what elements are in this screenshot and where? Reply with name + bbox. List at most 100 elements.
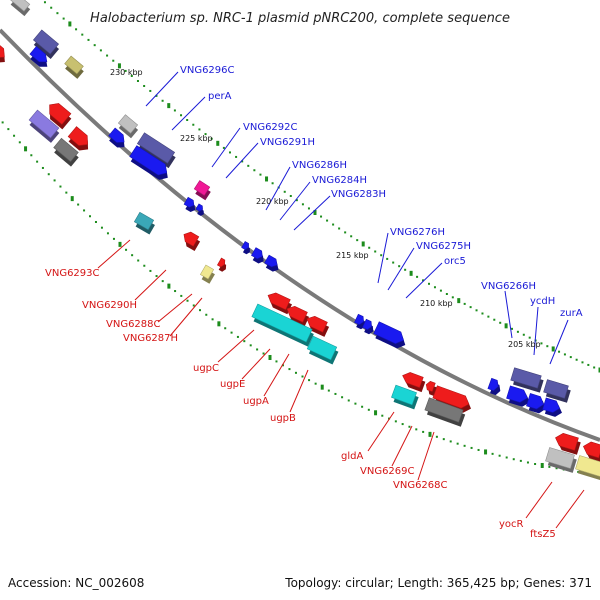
gene-label: orc5 (444, 256, 466, 267)
minor-tick (256, 348, 259, 351)
feature-face (68, 126, 88, 146)
feature-face (424, 397, 464, 423)
minor-tick (241, 160, 244, 163)
feature-face (194, 180, 210, 196)
feature-face (137, 132, 175, 164)
minor-tick (131, 254, 134, 257)
minor-tick (136, 79, 139, 82)
feature-shadow (242, 246, 250, 255)
gene-label: VNG6286H (292, 160, 347, 171)
minor-tick (341, 396, 344, 399)
leader-line (97, 239, 131, 269)
light-gray-gene-feature (9, 0, 31, 17)
major-tick (117, 63, 121, 69)
minor-tick (381, 414, 384, 417)
cyan-gene-feature (391, 384, 419, 410)
gene-label: VNG6266H (481, 281, 536, 292)
major-tick (409, 270, 413, 276)
minor-tick (477, 448, 480, 451)
minor-tick (534, 463, 537, 466)
minor-tick (499, 321, 502, 324)
red-gene-feature (286, 306, 310, 327)
leader-line (387, 247, 415, 291)
minor-tick (180, 294, 183, 297)
minor-tick (75, 28, 78, 31)
feature-outline (49, 103, 72, 125)
major-tick (68, 21, 72, 27)
gene-features (0, 0, 600, 481)
blue-gene-feature (29, 45, 48, 67)
minor-tick (192, 304, 195, 307)
minor-tick (522, 333, 525, 336)
blue-gene-feature (362, 318, 374, 335)
minor-tick (130, 74, 133, 77)
feature-outline (583, 441, 600, 459)
feature-face (307, 336, 337, 360)
minor-tick (106, 54, 109, 57)
feature-outline (136, 132, 176, 164)
leader-line (405, 262, 443, 299)
gene-label: ugpC (193, 363, 219, 374)
feature-outline (354, 313, 364, 325)
feature-outline (32, 29, 60, 55)
minor-tick (137, 259, 140, 262)
minor-tick (289, 194, 292, 197)
minor-tick (199, 309, 202, 312)
gene-label: VNG6288C (106, 319, 161, 330)
leader-line (504, 290, 513, 339)
feature-outline (251, 247, 263, 260)
minor-tick (143, 84, 146, 87)
minor-tick (7, 128, 10, 131)
olive-gene-feature (64, 55, 84, 79)
major-tick (504, 323, 508, 329)
minor-tick (81, 33, 84, 36)
major-tick (217, 321, 221, 327)
minor-tick (281, 364, 284, 367)
minor-tick (253, 169, 256, 172)
gene-label: VNG6287H (123, 333, 178, 344)
minor-tick (445, 292, 448, 295)
leader-line (417, 431, 435, 481)
red-gene-feature (267, 292, 292, 315)
purple-gene-feature (510, 367, 544, 393)
minor-tick (288, 368, 291, 371)
minor-tick (259, 173, 262, 176)
minor-tick (180, 114, 183, 117)
gene-label: ugpA (243, 396, 269, 407)
blue-gene-feature (526, 393, 546, 414)
minor-tick (475, 309, 478, 312)
feature-face (134, 212, 154, 230)
feature-shadow (197, 208, 204, 216)
major-tick (167, 103, 171, 109)
gene-label: VNG6293C (45, 268, 100, 279)
gene-label: yocR (499, 519, 524, 530)
feature-face (184, 197, 194, 208)
minor-tick (186, 119, 189, 122)
minor-tick (295, 199, 298, 202)
minor-tick (546, 345, 549, 348)
feature-outline (425, 380, 436, 392)
minor-tick (569, 356, 572, 359)
feature-outline (199, 264, 215, 280)
feature-outline (306, 316, 328, 333)
minor-tick (469, 306, 472, 309)
label-leader-lines (97, 71, 585, 529)
minor-tick (470, 446, 473, 449)
minor-tick (428, 282, 431, 285)
gene-label: VNG6268C (393, 480, 448, 491)
minor-tick (211, 318, 214, 321)
minor-tick (463, 302, 466, 305)
topology-summary: Topology: circular; Length: 365,425 bp; … (284, 576, 592, 590)
feature-outline (545, 447, 575, 469)
outer-tick-ring (43, 1, 600, 373)
blue-gene-feature (241, 241, 250, 255)
minor-tick (398, 265, 401, 268)
feature-face (118, 114, 138, 134)
minor-tick (228, 151, 231, 154)
leader-line (225, 142, 259, 179)
minor-tick (230, 331, 233, 334)
minor-tick (271, 182, 274, 185)
feature-face (29, 110, 59, 138)
blue-gene-feature (108, 127, 125, 148)
feature-face (251, 303, 313, 343)
